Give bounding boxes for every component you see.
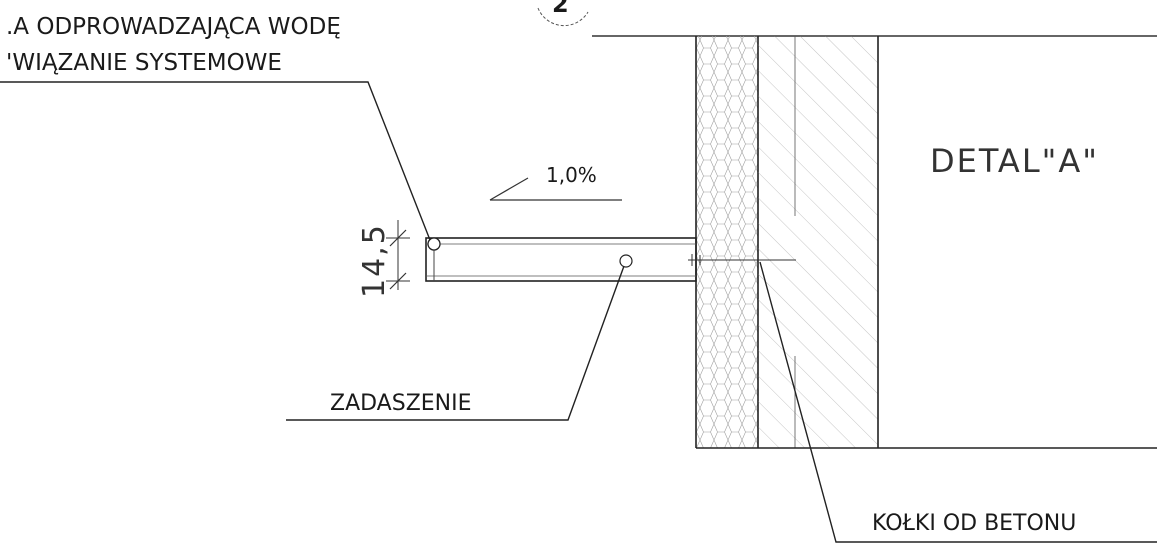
gutter-label-line1: .A ODPROWADZAJĄCA WODĘ [6,14,341,40]
section-marker: 2 [537,0,589,27]
insulation-layer [695,36,759,448]
section-marker-number: 2 [552,0,569,18]
concrete-wall [758,36,879,448]
anchors-label: KOŁKI OD BETONU [872,511,1076,536]
gutter-label-line2: 'WIĄZANIE SYSTEMOWE [6,50,282,76]
canopy-profile [425,237,697,282]
anchor-bolt [688,254,796,266]
dimension-marks [386,220,410,290]
gutter-leader-line [0,81,431,241]
slope-arrow [489,177,622,201]
canopy-reference-circle [619,254,633,268]
dimension-label: 14,5 [357,223,392,298]
slope-label: 1,0% [546,163,597,187]
gutter-circle [427,237,441,251]
canopy-leader-line [286,265,625,421]
detail-label: DETAL"A" [930,142,1099,180]
anchors-leader-line [759,261,1157,543]
canopy-label: ZADASZENIE [330,391,472,416]
